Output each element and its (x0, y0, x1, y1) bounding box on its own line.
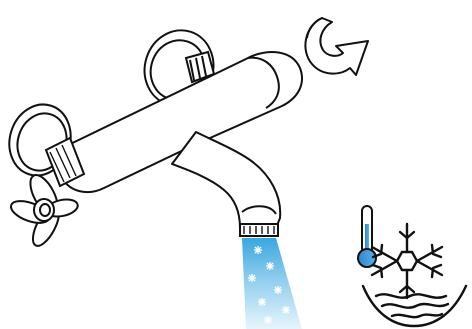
water-stream (242, 238, 302, 329)
spout-aerator (240, 224, 278, 236)
rotate-arrow-icon (305, 18, 368, 75)
spout (172, 132, 280, 228)
snowflake-icon (372, 224, 442, 298)
mixer-body (56, 52, 302, 192)
